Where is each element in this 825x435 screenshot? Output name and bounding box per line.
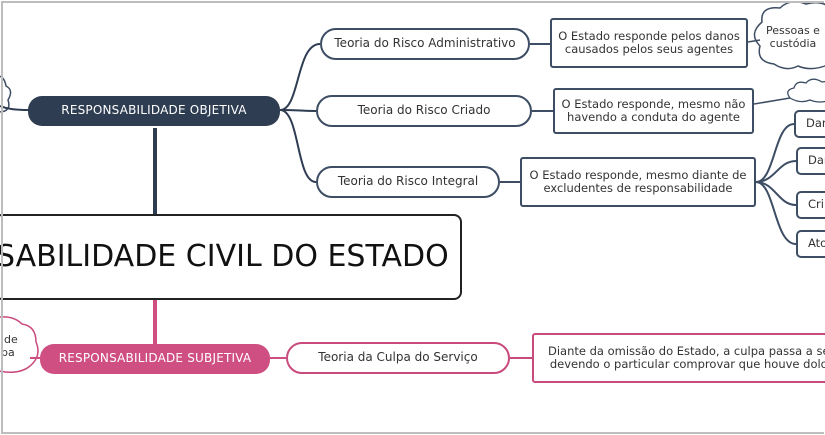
- theory-risco-criado: Teoria do Risco Criado: [316, 95, 532, 127]
- cloud-bottom-left-icon: [0, 316, 39, 373]
- desc-line: O Estado responde, mesmo diante de: [529, 167, 747, 182]
- cloud-bottom-left-line: lpa: [0, 346, 15, 360]
- branch-objetiva: RESPONSABILIDADE OBJETIVA: [28, 96, 280, 126]
- desc-text: O Estado responde, mesmo diante de exclu…: [529, 167, 747, 195]
- branch-subjetiva-label: RESPONSABILIDADE SUBJETIVA: [58, 351, 252, 366]
- case-label: Cri: [808, 197, 824, 212]
- desc-line: devendo o particular comprovar que houve…: [549, 357, 825, 371]
- central-title: SABILIDADE CIVIL DO ESTADO: [0, 238, 449, 274]
- desc-risco-administrativo: O Estado responde pelos danos causados p…: [550, 18, 748, 68]
- desc-line: O Estado responde pelos danos: [558, 28, 740, 43]
- cloud-bottom-left-text: de lpa: [0, 333, 18, 359]
- desc-line: excludentes de responsabilidade: [543, 181, 733, 195]
- cloud-small-right-icon: [787, 78, 825, 103]
- theory-risco-administrativo: Teoria do Risco Administrativo: [320, 28, 530, 60]
- cloud-bottom-left-line: de: [4, 333, 18, 346]
- desc-line: O Estado responde, mesmo não: [561, 96, 746, 111]
- link-d2-cloud: [753, 97, 791, 105]
- central-title-box: SABILIDADE CIVIL DO ESTADO: [0, 214, 462, 300]
- desc-text: O Estado responde pelos danos causados p…: [558, 28, 740, 56]
- desc-text: O Estado responde, mesmo não havendo a c…: [561, 96, 746, 124]
- theory-label: Teoria do Risco Criado: [357, 103, 491, 118]
- theory-risco-integral: Teoria do Risco Integral: [316, 166, 500, 198]
- branch-objetiva-label: RESPONSABILIDADE OBJETIVA: [61, 103, 247, 118]
- case-item: Dan: [796, 147, 825, 175]
- cloud-top-right-text: Pessoas e custódia: [766, 24, 820, 50]
- desc-culpa-servico: Diante da omissão do Estado, a culpa pas…: [532, 333, 825, 383]
- link-obj-t1: [279, 43, 321, 111]
- desc-line: havendo a conduta do agente: [567, 110, 740, 124]
- cloud-top-right-line: Pessoas e: [766, 24, 820, 37]
- desc-line: causados pelos seus agentes: [564, 42, 734, 56]
- link-obj-t2: [279, 109, 317, 112]
- link-d3-c4: [755, 181, 797, 245]
- branch-subjetiva: RESPONSABILIDADE SUBJETIVA: [40, 344, 270, 374]
- case-item: Dan: [794, 110, 825, 138]
- desc-line: Diante da omissão do Estado, a culpa pas…: [548, 343, 825, 358]
- link-d1-cloud: [747, 39, 761, 43]
- case-item: Cri: [796, 191, 825, 219]
- case-label: Ato: [808, 236, 825, 251]
- desc-text: Diante da omissão do Estado, a culpa pas…: [548, 343, 825, 371]
- desc-risco-criado: O Estado responde, mesmo não havendo a c…: [553, 88, 754, 134]
- link-d3-c1: [755, 123, 795, 183]
- desc-risco-integral: O Estado responde, mesmo diante de exclu…: [520, 157, 756, 207]
- cloud-top-right-line: custódia: [769, 37, 817, 51]
- link-d3-c2: [755, 160, 797, 183]
- theory-culpa-servico: Teoria da Culpa do Serviço: [286, 342, 510, 374]
- case-item: Ato: [796, 230, 825, 258]
- case-label: Dan: [806, 116, 825, 131]
- link-obj-t3: [279, 109, 317, 183]
- theory-label: Teoria do Risco Administrativo: [334, 36, 516, 51]
- theory-label: Teoria do Risco Integral: [337, 174, 479, 189]
- case-label: Dan: [808, 153, 825, 168]
- theory-label: Teoria da Culpa do Serviço: [318, 350, 478, 365]
